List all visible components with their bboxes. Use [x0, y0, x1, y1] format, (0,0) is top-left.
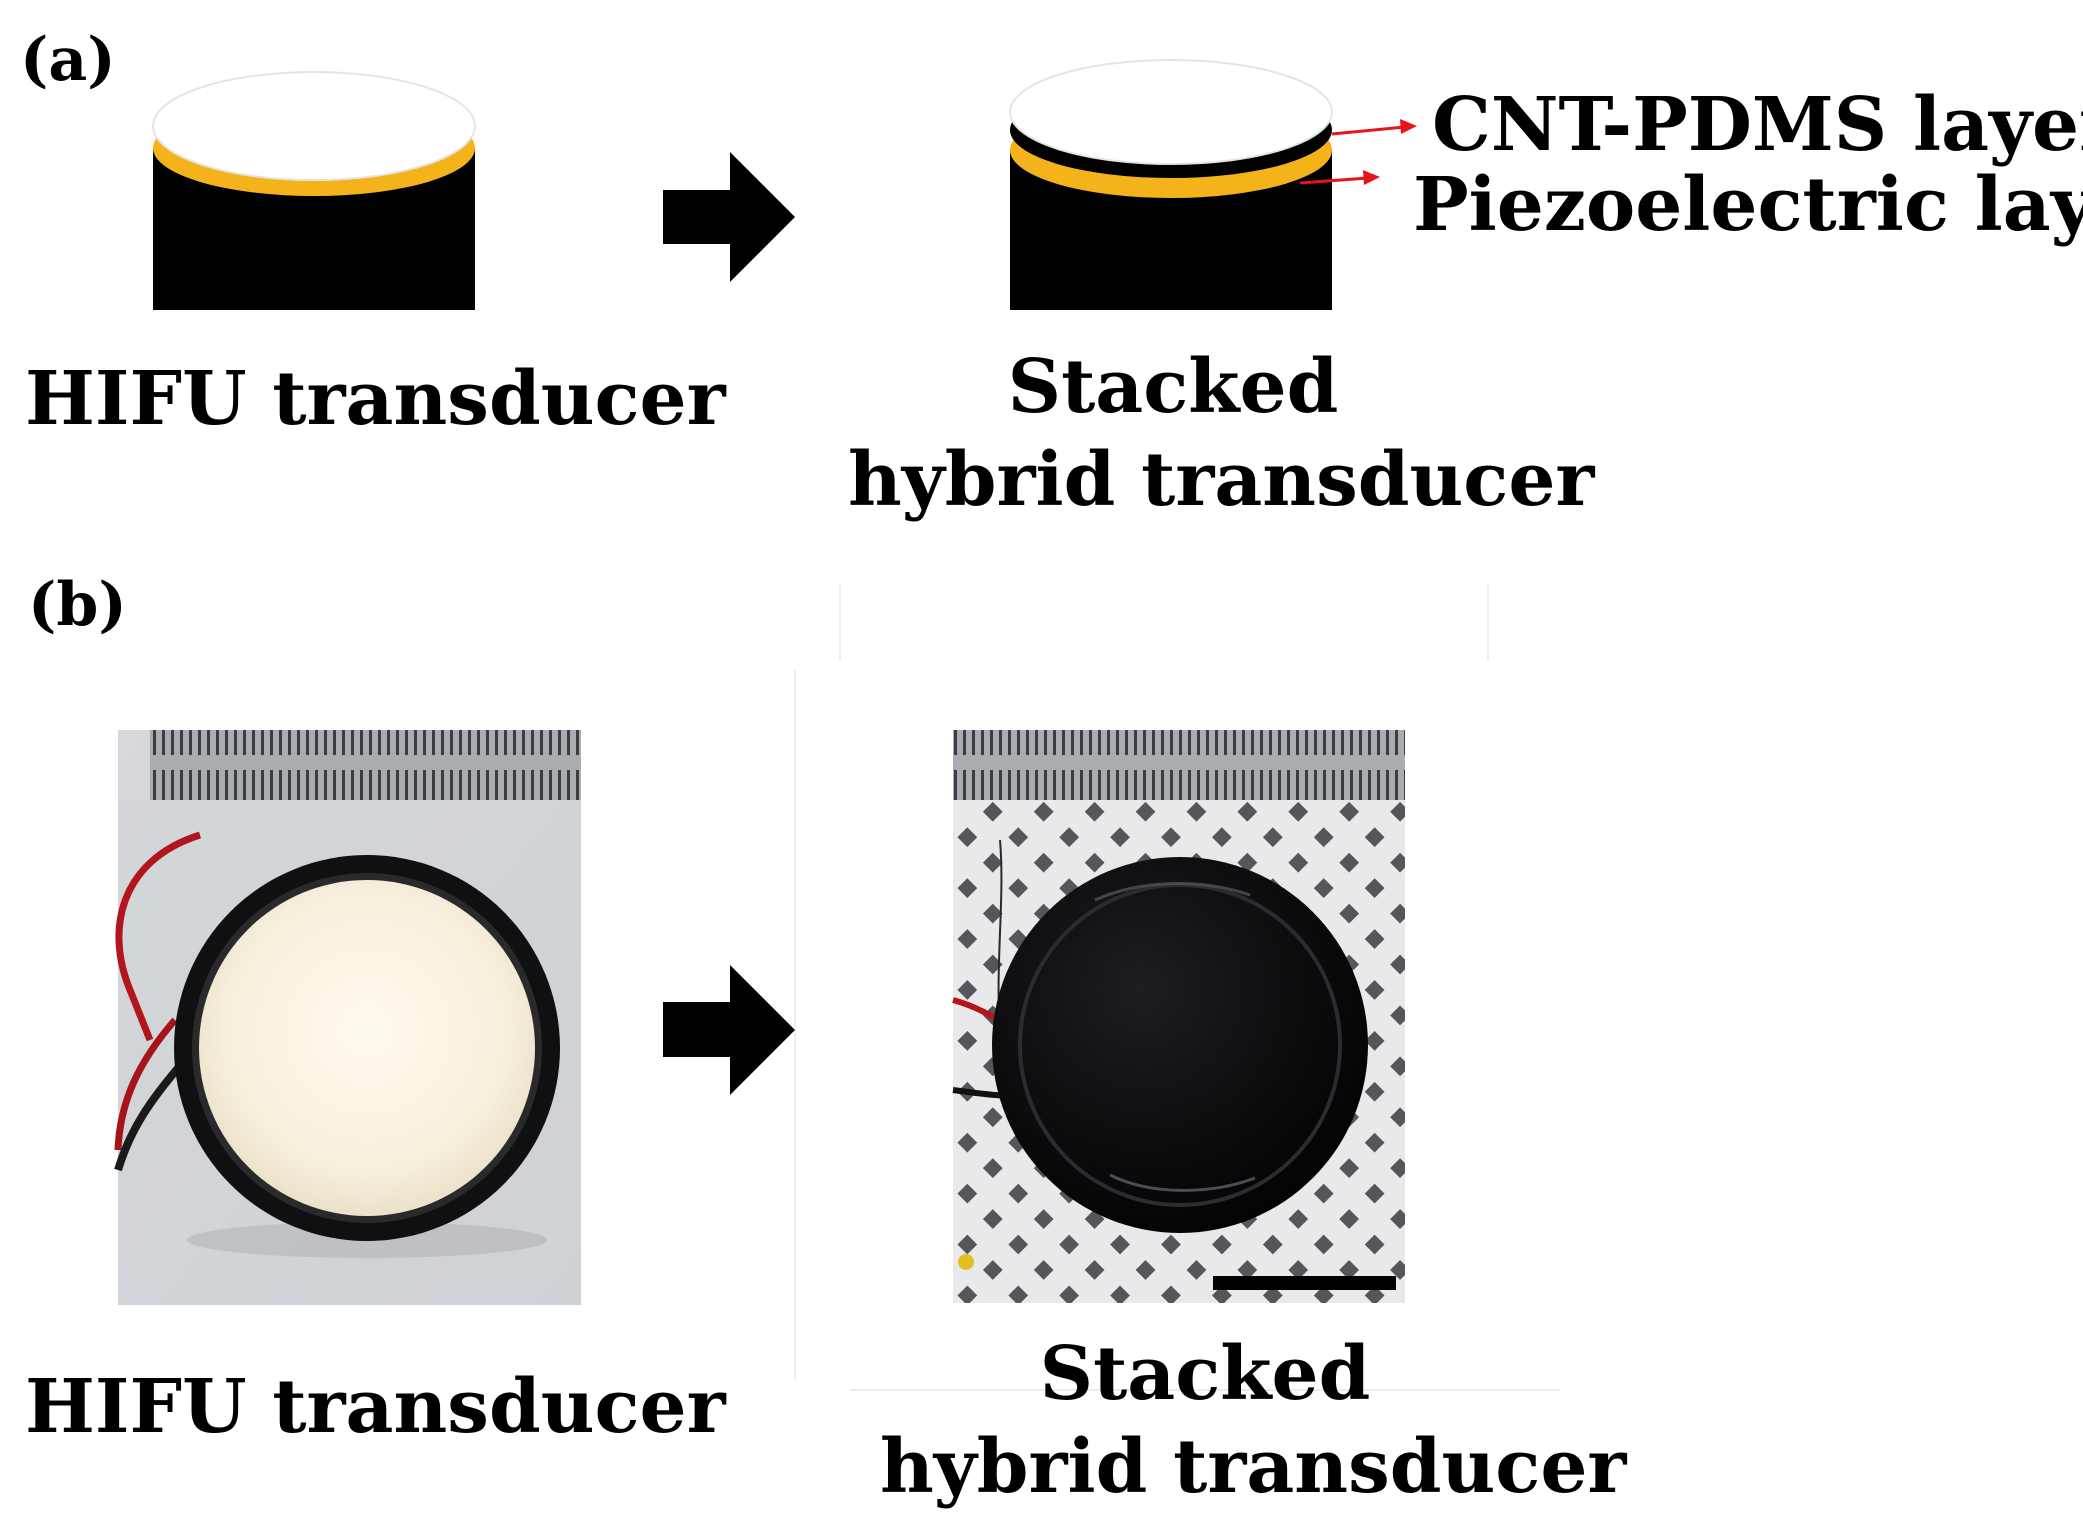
frame-guides — [794, 585, 1560, 1391]
stacked-caption-a-line1: Stacked — [1007, 344, 1339, 430]
black-wire — [114, 1057, 189, 1172]
hifu-transducer-photo — [114, 730, 581, 1305]
panel-b-label: (b) — [28, 570, 127, 640]
ruler — [150, 730, 581, 800]
callout-line-cnt — [1331, 125, 1406, 136]
stacked-caption-b-line1: Stacked — [1039, 1331, 1371, 1417]
callout-cnt-pdms-label: CNT-PDMS layer — [1432, 82, 2083, 168]
hifu-transducer-schematic — [152, 71, 476, 310]
callout-line-piezo — [1299, 176, 1369, 185]
stacked-hybrid-photo — [952, 730, 1405, 1303]
process-arrow-a — [663, 152, 795, 282]
stacked-caption-b-line2: hybrid transducer — [880, 1424, 1627, 1510]
transducer-face — [199, 880, 535, 1216]
hifu-caption-b: HIFU transducer — [25, 1364, 726, 1450]
red-wire — [115, 831, 202, 1042]
callout-piezoelectric-label: Piezoelectric layer — [1413, 162, 2083, 248]
panel-a-label: (a) — [20, 25, 116, 95]
scale-bar — [1213, 1276, 1396, 1290]
callout-lines — [1299, 119, 1417, 185]
callout-arrowhead-piezo — [1363, 170, 1380, 185]
process-arrow-b — [663, 965, 795, 1095]
callout-arrowhead-cnt — [1400, 119, 1417, 134]
hifu-caption-a: HIFU transducer — [25, 356, 726, 442]
ruler — [953, 730, 1405, 800]
stacked-hybrid-schematic — [1009, 59, 1333, 310]
transducer-top-face — [153, 72, 475, 180]
transducer-top-face — [1010, 60, 1332, 164]
stacked-caption-a-line2: hybrid transducer — [848, 437, 1595, 523]
transducer-housing — [992, 857, 1368, 1233]
